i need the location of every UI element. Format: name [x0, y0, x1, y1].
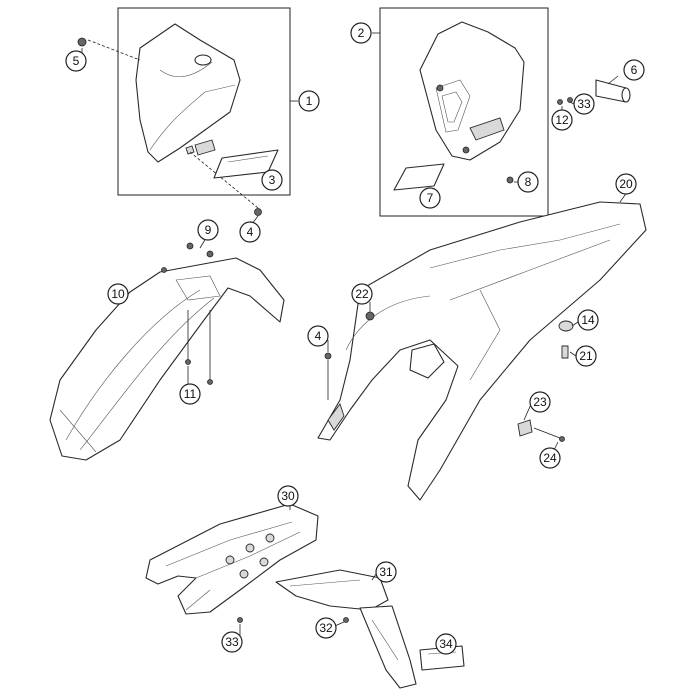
- callout-11: 11: [179, 383, 201, 405]
- callout-8: 8: [517, 171, 539, 193]
- number-plate-bracket: [185, 139, 259, 209]
- callout-33-upper: 33: [573, 93, 595, 115]
- svg-text:33: 33: [225, 635, 239, 649]
- svg-text:3: 3: [269, 173, 276, 187]
- callout-32: 32: [315, 617, 337, 639]
- front-number-plate: [135, 23, 241, 163]
- svg-text:20: 20: [619, 177, 633, 191]
- svg-text:21: 21: [579, 349, 593, 363]
- svg-text:2: 2: [358, 26, 365, 40]
- callout-10: 10: [107, 283, 129, 305]
- callout-9: 9: [197, 219, 219, 241]
- inner-splash-guard: [145, 503, 319, 623]
- svg-text:4: 4: [315, 329, 322, 343]
- svg-text:9: 9: [205, 223, 212, 237]
- svg-text:12: 12: [555, 113, 569, 127]
- svg-text:22: 22: [355, 287, 369, 301]
- callout-4-upper: 4: [239, 221, 261, 243]
- callout-7: 7: [419, 187, 441, 209]
- headlight-holder: [557, 79, 631, 105]
- svg-text:6: 6: [631, 63, 638, 77]
- callout-21: 21: [575, 345, 597, 367]
- callout-3: 3: [261, 169, 283, 191]
- svg-text:33: 33: [577, 97, 591, 111]
- callout-34: 34: [435, 633, 457, 655]
- svg-text:34: 34: [439, 637, 453, 651]
- callout-5: 5: [65, 50, 87, 72]
- svg-text:7: 7: [427, 191, 434, 205]
- callout-33-lower: 33: [221, 631, 243, 653]
- license-plate-holder: [275, 569, 465, 689]
- callout-12: 12: [551, 109, 573, 131]
- svg-text:5: 5: [73, 54, 80, 68]
- headlight-decal: [393, 163, 445, 191]
- svg-text:23: 23: [533, 395, 547, 409]
- svg-text:30: 30: [281, 489, 295, 503]
- plate-screw: [77, 37, 141, 61]
- callout-22: 22: [351, 283, 373, 305]
- callout-2: 2: [350, 22, 372, 44]
- callout-31: 31: [375, 561, 397, 583]
- callout-6: 6: [623, 59, 645, 81]
- rear-fender-hardware: [324, 311, 574, 442]
- callout-20: 20: [615, 173, 637, 195]
- svg-text:1: 1: [306, 94, 313, 108]
- svg-text:10: 10: [111, 287, 125, 301]
- callout-24: 24: [539, 447, 561, 469]
- svg-text:8: 8: [525, 175, 532, 189]
- mask-screw: [506, 176, 514, 184]
- svg-text:4: 4: [247, 225, 254, 239]
- front-fender: [49, 242, 285, 461]
- headlight-mask: [419, 21, 525, 161]
- plate-nut: [254, 208, 262, 216]
- svg-text:14: 14: [581, 313, 595, 327]
- number-plate-group-frame: [117, 7, 298, 196]
- svg-text:11: 11: [184, 387, 197, 401]
- rear-fender: [317, 201, 647, 501]
- callout-4-lower: 4: [307, 325, 329, 347]
- callout-14: 14: [577, 309, 599, 331]
- callout-23: 23: [529, 391, 551, 413]
- svg-text:31: 31: [379, 565, 393, 579]
- callout-1: 1: [298, 90, 320, 112]
- svg-text:24: 24: [543, 451, 557, 465]
- callout-30: 30: [277, 485, 299, 507]
- svg-text:32: 32: [319, 621, 333, 635]
